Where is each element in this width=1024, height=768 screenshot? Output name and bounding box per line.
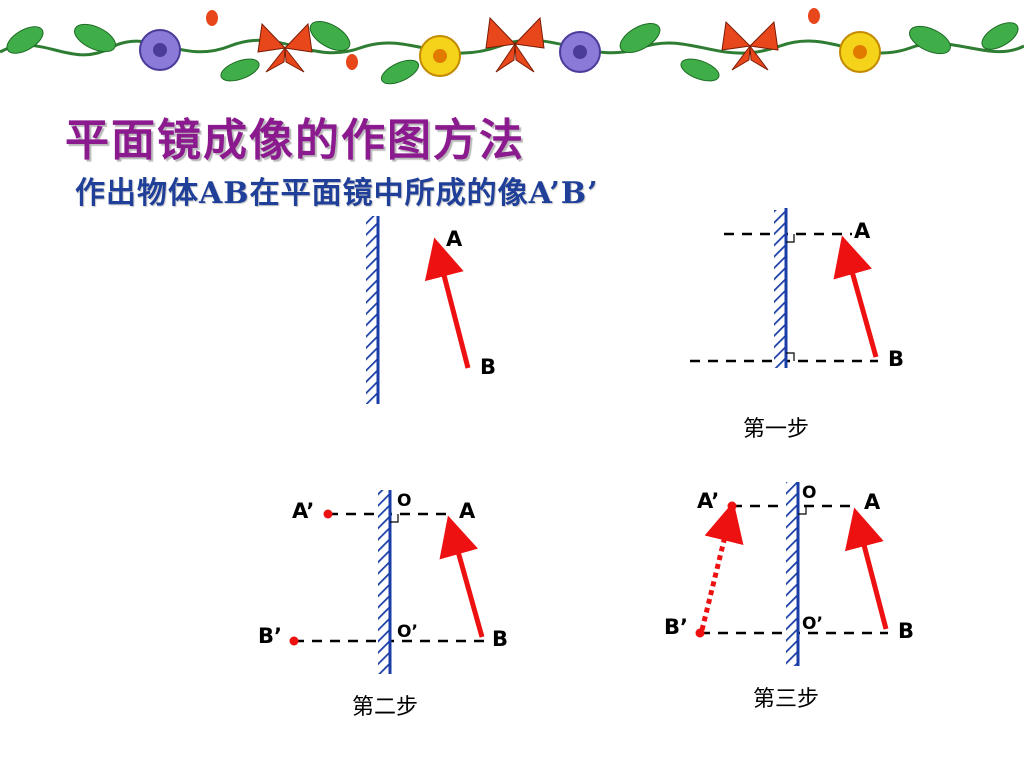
right-angle-mark <box>798 506 807 515</box>
label-a-prime: A’ <box>292 499 314 523</box>
label-o-prime: O’ <box>802 614 823 634</box>
label-b: B <box>888 347 904 371</box>
slide-title: 平面镜成像的作图方法 <box>65 115 525 166</box>
label-b: B <box>492 627 508 651</box>
label-a-prime: A’ <box>697 489 719 513</box>
object-arrow-ab <box>833 235 879 358</box>
label-a: A <box>864 490 881 514</box>
label-a: A <box>459 499 476 523</box>
panel-step2: O O’ A B A’ B’ 第二步 <box>258 490 508 720</box>
bud-icon <box>206 8 820 70</box>
label-b: B <box>898 619 914 643</box>
right-angle-mark <box>786 352 795 361</box>
panel-original: A B <box>366 216 496 404</box>
yellow-flower-icon <box>419 31 881 77</box>
step-caption: 第三步 <box>753 687 819 712</box>
label-o: O <box>397 491 411 511</box>
image-point-a <box>323 509 333 519</box>
step-caption: 第一步 <box>743 417 809 442</box>
label-b-prime: B’ <box>664 615 688 639</box>
image-point-b <box>289 636 299 646</box>
object-arrow-ab <box>424 237 471 369</box>
panel-step1: A B 第一步 <box>690 208 904 442</box>
image-point-b <box>695 628 705 638</box>
image-arrow-a-b-prime <box>699 501 744 631</box>
right-angle-mark <box>390 514 399 523</box>
leaf-icon <box>6 20 1019 85</box>
mirror-hatch <box>378 490 390 674</box>
image-point-a <box>727 501 737 511</box>
label-o: O <box>802 483 816 503</box>
purple-flower-icon <box>139 29 601 73</box>
label-b: B <box>480 355 496 379</box>
mirror-hatch <box>774 210 786 368</box>
panel-step3: O O’ A B A’ B’ 第三步 <box>664 482 914 712</box>
object-arrow-ab <box>439 515 485 638</box>
label-b-prime: B’ <box>258 624 282 648</box>
butterfly-icon <box>257 16 779 73</box>
slide-subtitle: 作出物体AB在平面镜中所成的像A’B’ <box>75 176 599 211</box>
mirror-hatch <box>786 482 798 666</box>
label-a: A <box>446 227 463 251</box>
step-caption: 第二步 <box>352 695 418 720</box>
mirror-hatch <box>366 216 378 404</box>
object-arrow-ab <box>844 507 889 630</box>
label-a: A <box>854 219 871 243</box>
flower-vine-border <box>0 8 1024 85</box>
label-o-prime: O’ <box>397 622 418 642</box>
right-angle-mark <box>786 234 795 243</box>
